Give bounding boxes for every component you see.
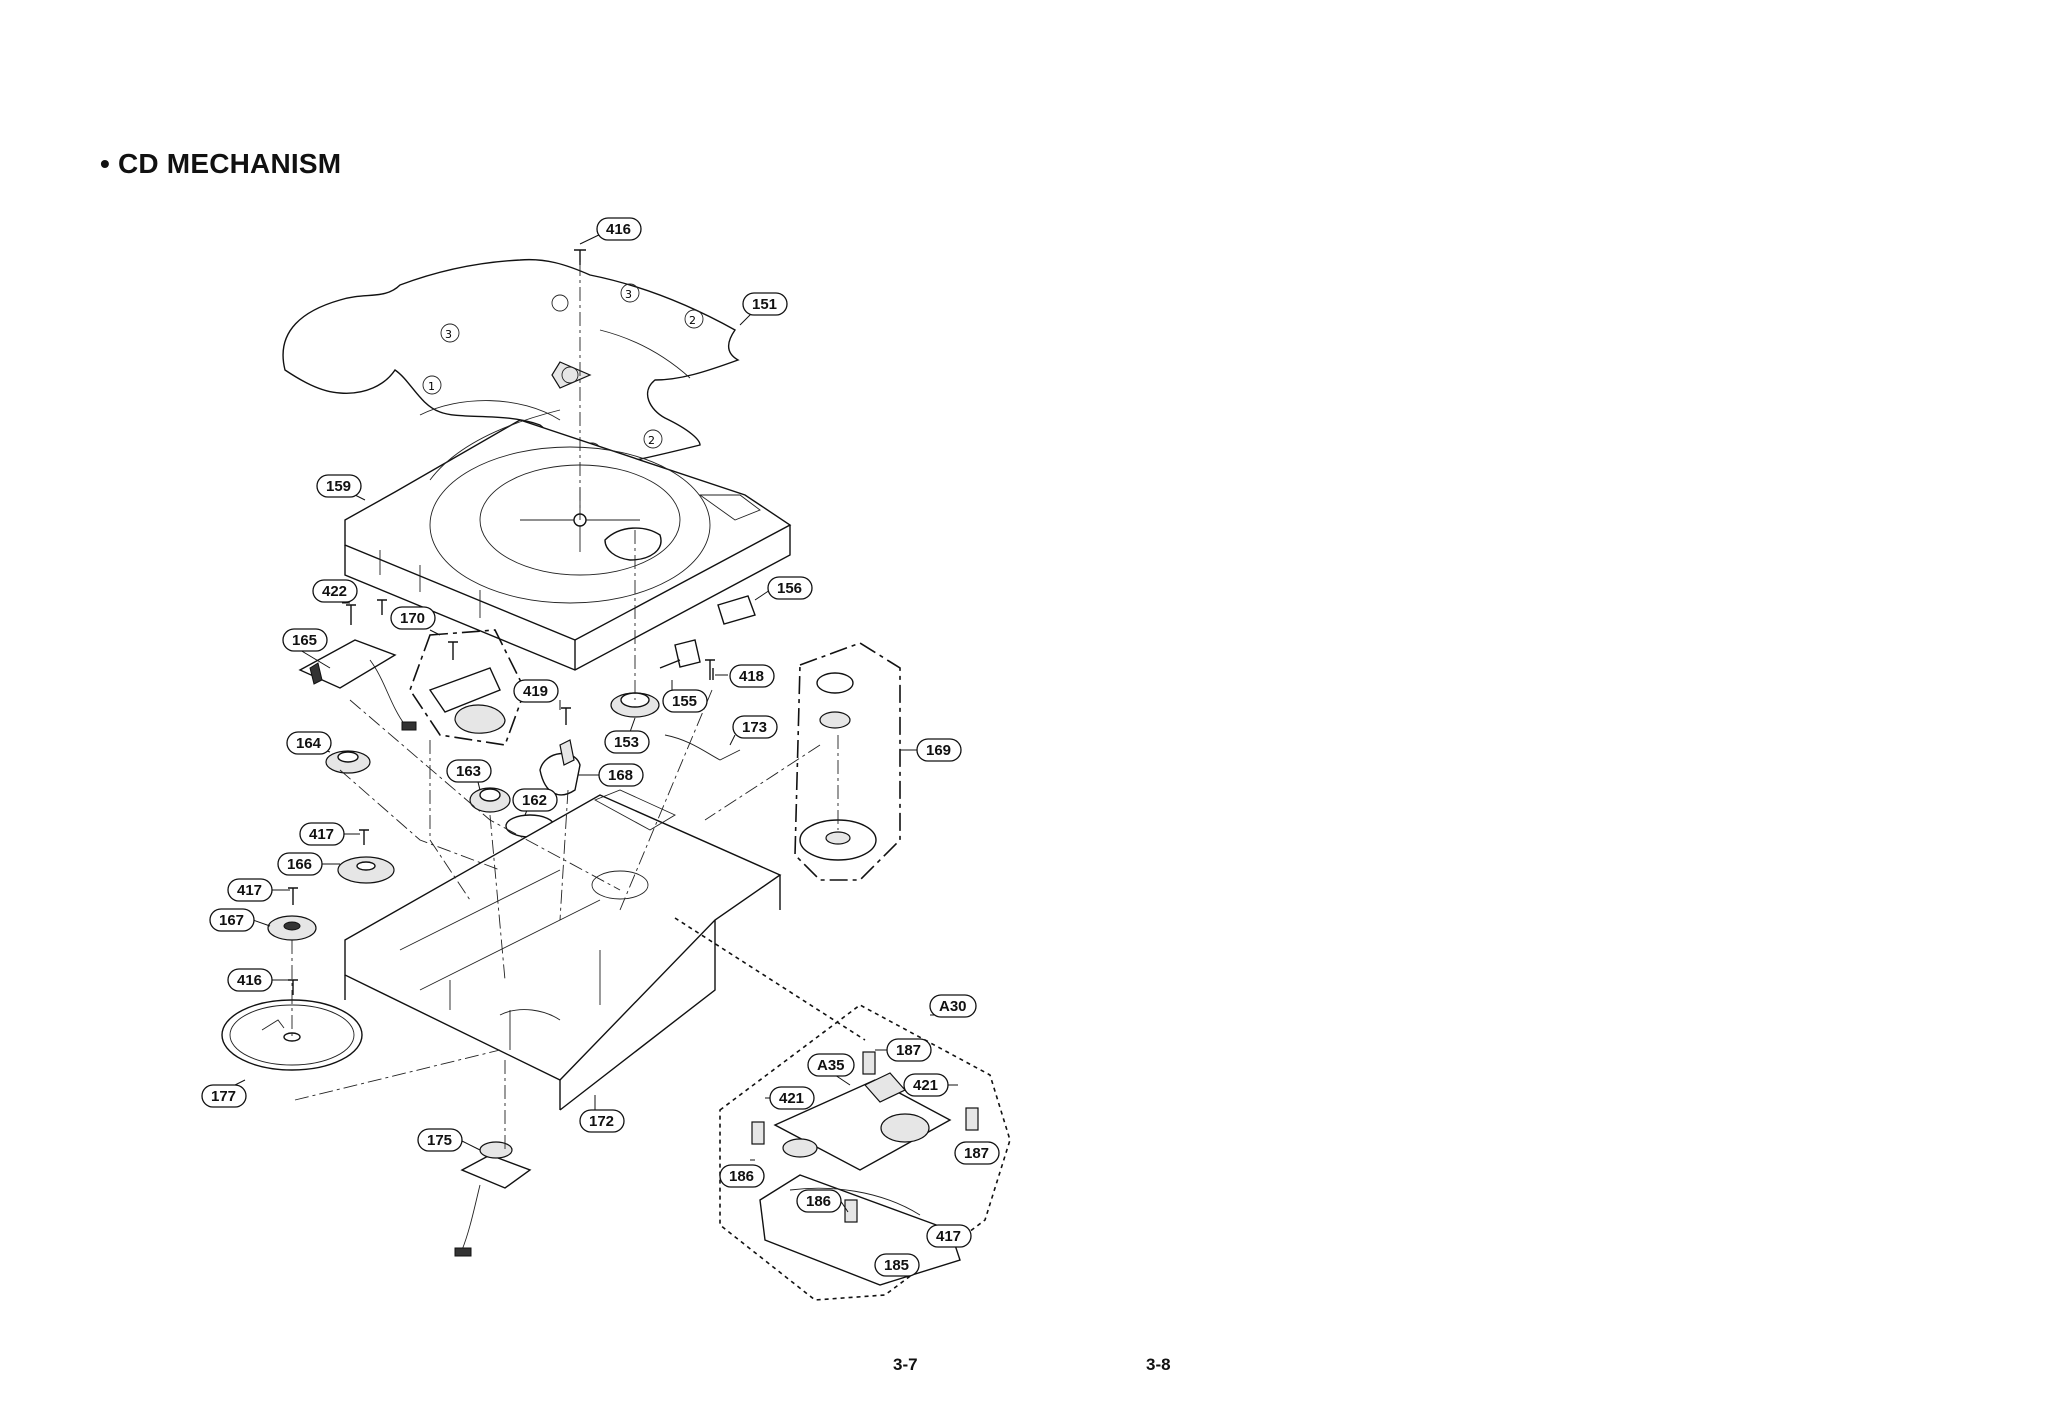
label-168: 168 (608, 767, 633, 784)
label-421-left: 421 (779, 1090, 804, 1107)
page-number-right: 3-8 (1146, 1355, 1171, 1374)
label-186-center: 186 (806, 1193, 831, 1210)
part-callouts: 416 151 159 422 170 165 156 418 419 (201, 217, 1000, 1277)
label-164: 164 (296, 735, 322, 752)
motor-assembly-drawing (409, 629, 526, 746)
label-A35: A35 (817, 1057, 845, 1074)
label-186-left: 186 (729, 1168, 754, 1185)
svg-text:2: 2 (689, 314, 696, 327)
lever-cam-drawing (539, 734, 741, 796)
gear-pinion-drawing (610, 595, 756, 718)
label-416-top: 416 (606, 221, 631, 238)
label-169: 169 (926, 742, 951, 759)
label-175: 175 (427, 1132, 452, 1149)
disc-tray-drawing: 3 2 3 1 2 1 (282, 258, 740, 471)
sensor-bracket-drawing (298, 639, 417, 731)
label-166: 166 (287, 856, 312, 873)
label-185: 185 (884, 1257, 909, 1274)
label-418: 418 (739, 668, 764, 685)
svg-text:2: 2 (648, 434, 655, 447)
page-number-left: 3-7 (893, 1355, 918, 1374)
label-170: 170 (400, 610, 425, 627)
label-167: 167 (219, 912, 244, 929)
label-151: 151 (752, 296, 777, 313)
label-153: 153 (614, 734, 639, 751)
label-417-a: 417 (309, 826, 334, 843)
label-162: 162 (522, 792, 547, 809)
label-172: 172 (589, 1113, 614, 1130)
tray-motor-drawing (454, 1141, 532, 1257)
label-422: 422 (322, 583, 347, 600)
label-416-bottom: 416 (237, 972, 262, 989)
svg-text:1: 1 (428, 380, 435, 393)
page-title: • CD MECHANISM (100, 148, 342, 179)
main-chassis-drawing (344, 789, 782, 1111)
svg-text:3: 3 (625, 288, 632, 301)
label-163: 163 (456, 763, 481, 780)
alignment-lines (291, 262, 839, 1150)
svg-text:3: 3 (445, 328, 452, 341)
label-417-b: 417 (237, 882, 262, 899)
label-165: 165 (292, 632, 317, 649)
label-417-right: 417 (936, 1228, 961, 1245)
label-421-right: 421 (913, 1077, 938, 1094)
label-156: 156 (777, 580, 802, 597)
label-155: 155 (672, 693, 697, 710)
label-187-right: 187 (964, 1145, 989, 1162)
label-173: 173 (742, 719, 767, 736)
label-159: 159 (326, 478, 351, 495)
label-177: 177 (211, 1088, 236, 1105)
label-187-top: 187 (896, 1042, 921, 1059)
label-419: 419 (523, 683, 548, 700)
label-A30: A30 (939, 998, 967, 1015)
tray-housing-drawing (344, 409, 792, 671)
clamper-group-drawing (794, 642, 901, 881)
